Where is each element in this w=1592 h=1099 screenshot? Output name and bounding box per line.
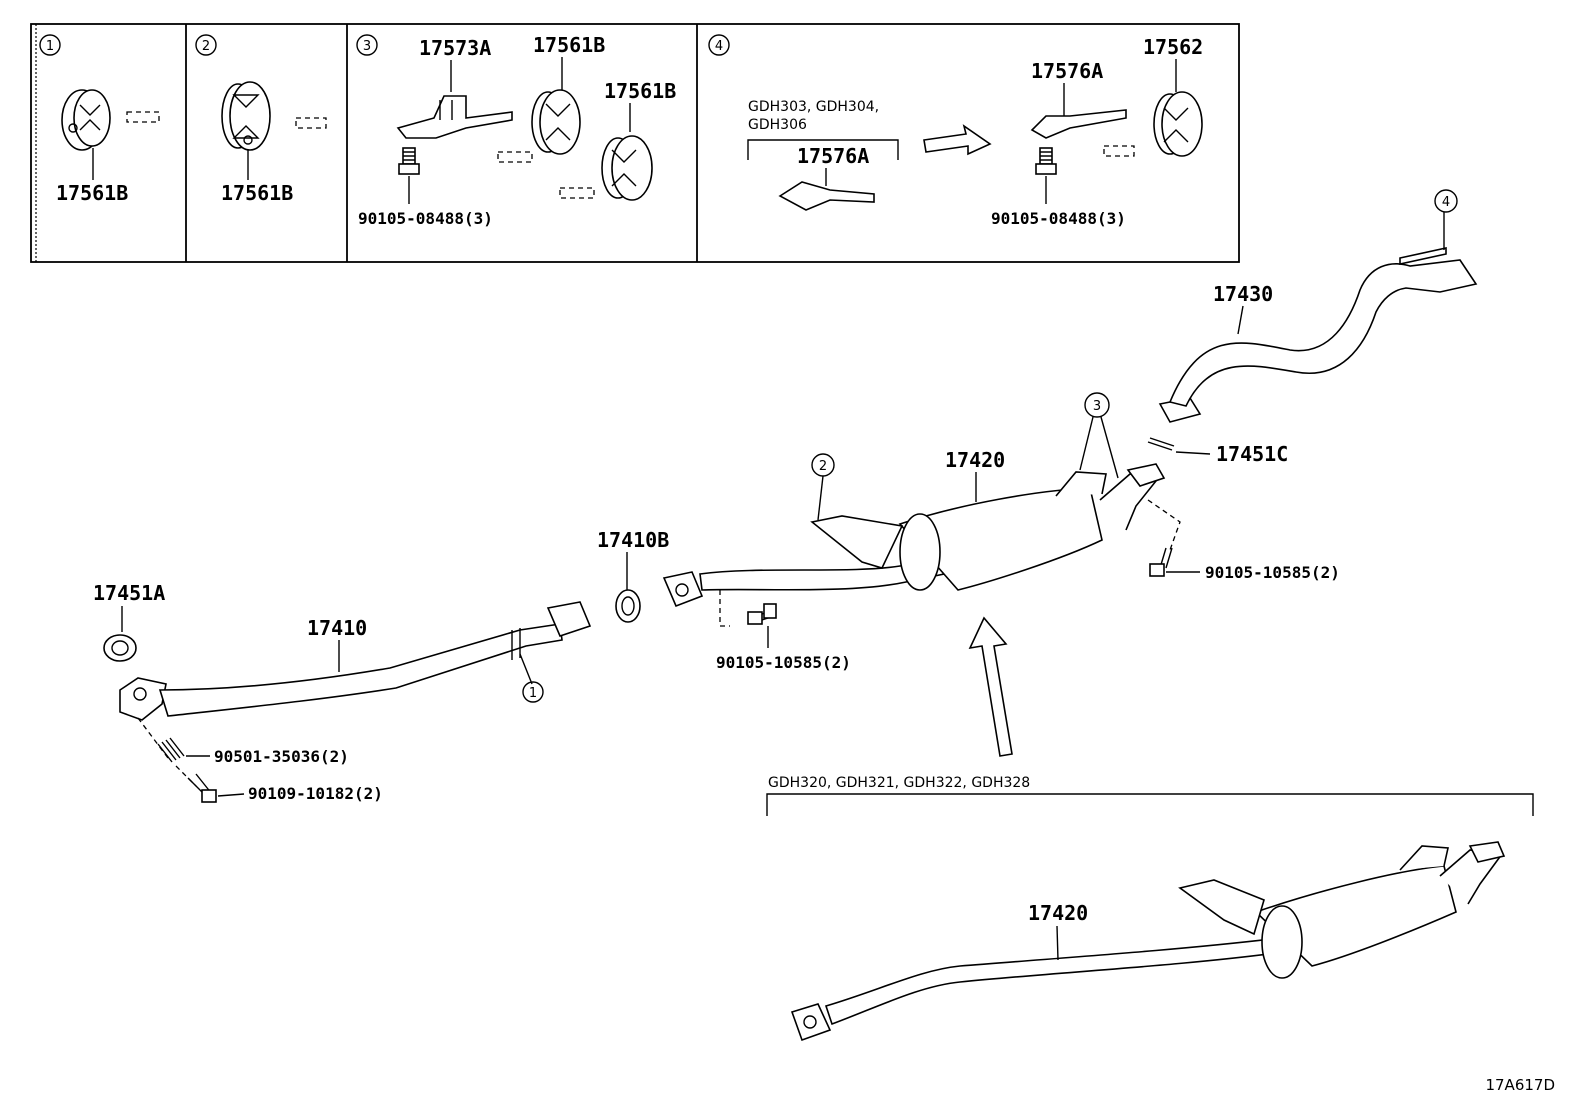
part-label: 17451C	[1216, 442, 1288, 466]
rubber-hanger-icon	[61, 89, 160, 151]
part-label: 17420	[945, 448, 1005, 472]
model-note: GDH320, GDH321, GDH322, GDH328	[768, 775, 1030, 791]
tail-pipe-17430: 17430	[1158, 247, 1478, 423]
bolt-90105-b: 90105-10585(2)	[1147, 499, 1340, 582]
bolt-90105-a: 90105-10585(2)	[716, 590, 851, 672]
svg-text:2: 2	[202, 39, 210, 54]
alt-center-muffler: GDH320, GDH321, GDH322, GDH328 17420	[766, 775, 1534, 1042]
arrow-up-icon	[968, 616, 1013, 757]
part-label: 90105-10585(2)	[1205, 563, 1340, 582]
model-note: GDH303, GDH304,	[748, 99, 879, 115]
panel-3-circle: 3	[356, 34, 378, 56]
model-note: GDH306	[748, 117, 807, 133]
callout-circle-4: 4	[1434, 189, 1458, 250]
part-label: 17451A	[93, 581, 165, 605]
panel-2-circle: 2	[195, 34, 217, 56]
callout-circle-1: 1	[519, 653, 544, 703]
callout-circle-3: 3	[1079, 392, 1119, 479]
center-muffler-17420: 17420	[662, 448, 1166, 608]
diagram-code: 17A617D	[1485, 1076, 1555, 1094]
part-label: 17561B	[221, 181, 293, 205]
front-pipe-17410: 17410	[119, 601, 592, 721]
part-label: 90105-08488(3)	[358, 209, 493, 228]
part-label: 90105-08488(3)	[991, 209, 1126, 228]
inset-panels	[30, 23, 1240, 263]
rubber-hanger-icon	[1103, 91, 1203, 157]
panel-2: 2 17561B	[195, 34, 327, 205]
svg-text:3: 3	[1093, 399, 1101, 414]
part-label: 17576A	[1031, 59, 1103, 83]
rubber-hanger-icon	[221, 81, 327, 151]
gasket-17451A: 17451A	[93, 581, 165, 662]
part-label: 17576A	[797, 144, 869, 168]
svg-text:4: 4	[1442, 195, 1450, 210]
rubber-hanger-icon	[559, 135, 653, 201]
gasket-17410B: 17410B	[597, 528, 669, 623]
part-label: 17562	[1143, 35, 1203, 59]
callout-circle-2: 2	[811, 453, 835, 521]
panel-1-circle: 1	[39, 34, 61, 56]
spring-bolt-90501: 90501-35036(2)	[137, 717, 349, 766]
svg-text:4: 4	[715, 39, 723, 54]
panel-3: 3 17573A 17561B 17561B 90105	[356, 33, 676, 228]
part-label: 17430	[1213, 282, 1273, 306]
part-label: 17561B	[604, 79, 676, 103]
rubber-hanger-icon	[497, 89, 581, 163]
bracket-icon	[778, 181, 875, 211]
svg-text:2: 2	[819, 459, 827, 474]
part-label: 17561B	[533, 33, 605, 57]
bracket-icon	[1030, 109, 1127, 139]
part-label: 90109-10182(2)	[248, 784, 383, 803]
panel-4-circle: 4	[708, 34, 730, 56]
svg-text:1: 1	[46, 39, 54, 54]
bolt-icon	[1035, 147, 1057, 175]
arrow-icon	[923, 124, 992, 156]
part-label: 17420	[1028, 901, 1088, 925]
panel-1: 1 17561B	[39, 34, 160, 205]
bolt-icon	[398, 147, 420, 175]
svg-text:3: 3	[363, 39, 371, 54]
part-label: 17410	[307, 616, 367, 640]
panel-4: 4 GDH303, GDH304, GDH306 17576A 17576A 1…	[708, 34, 1203, 228]
svg-text:1: 1	[529, 686, 537, 701]
bracket-icon	[396, 95, 513, 139]
part-label: 17561B	[56, 181, 128, 205]
gasket-17451C: 17451C	[1147, 437, 1288, 466]
part-label: 90501-35036(2)	[214, 747, 349, 766]
part-label: 90105-10585(2)	[716, 653, 851, 672]
part-label: 17573A	[419, 36, 491, 60]
bolt-90109: 90109-10182(2)	[175, 765, 383, 803]
part-label: 17410B	[597, 528, 669, 552]
